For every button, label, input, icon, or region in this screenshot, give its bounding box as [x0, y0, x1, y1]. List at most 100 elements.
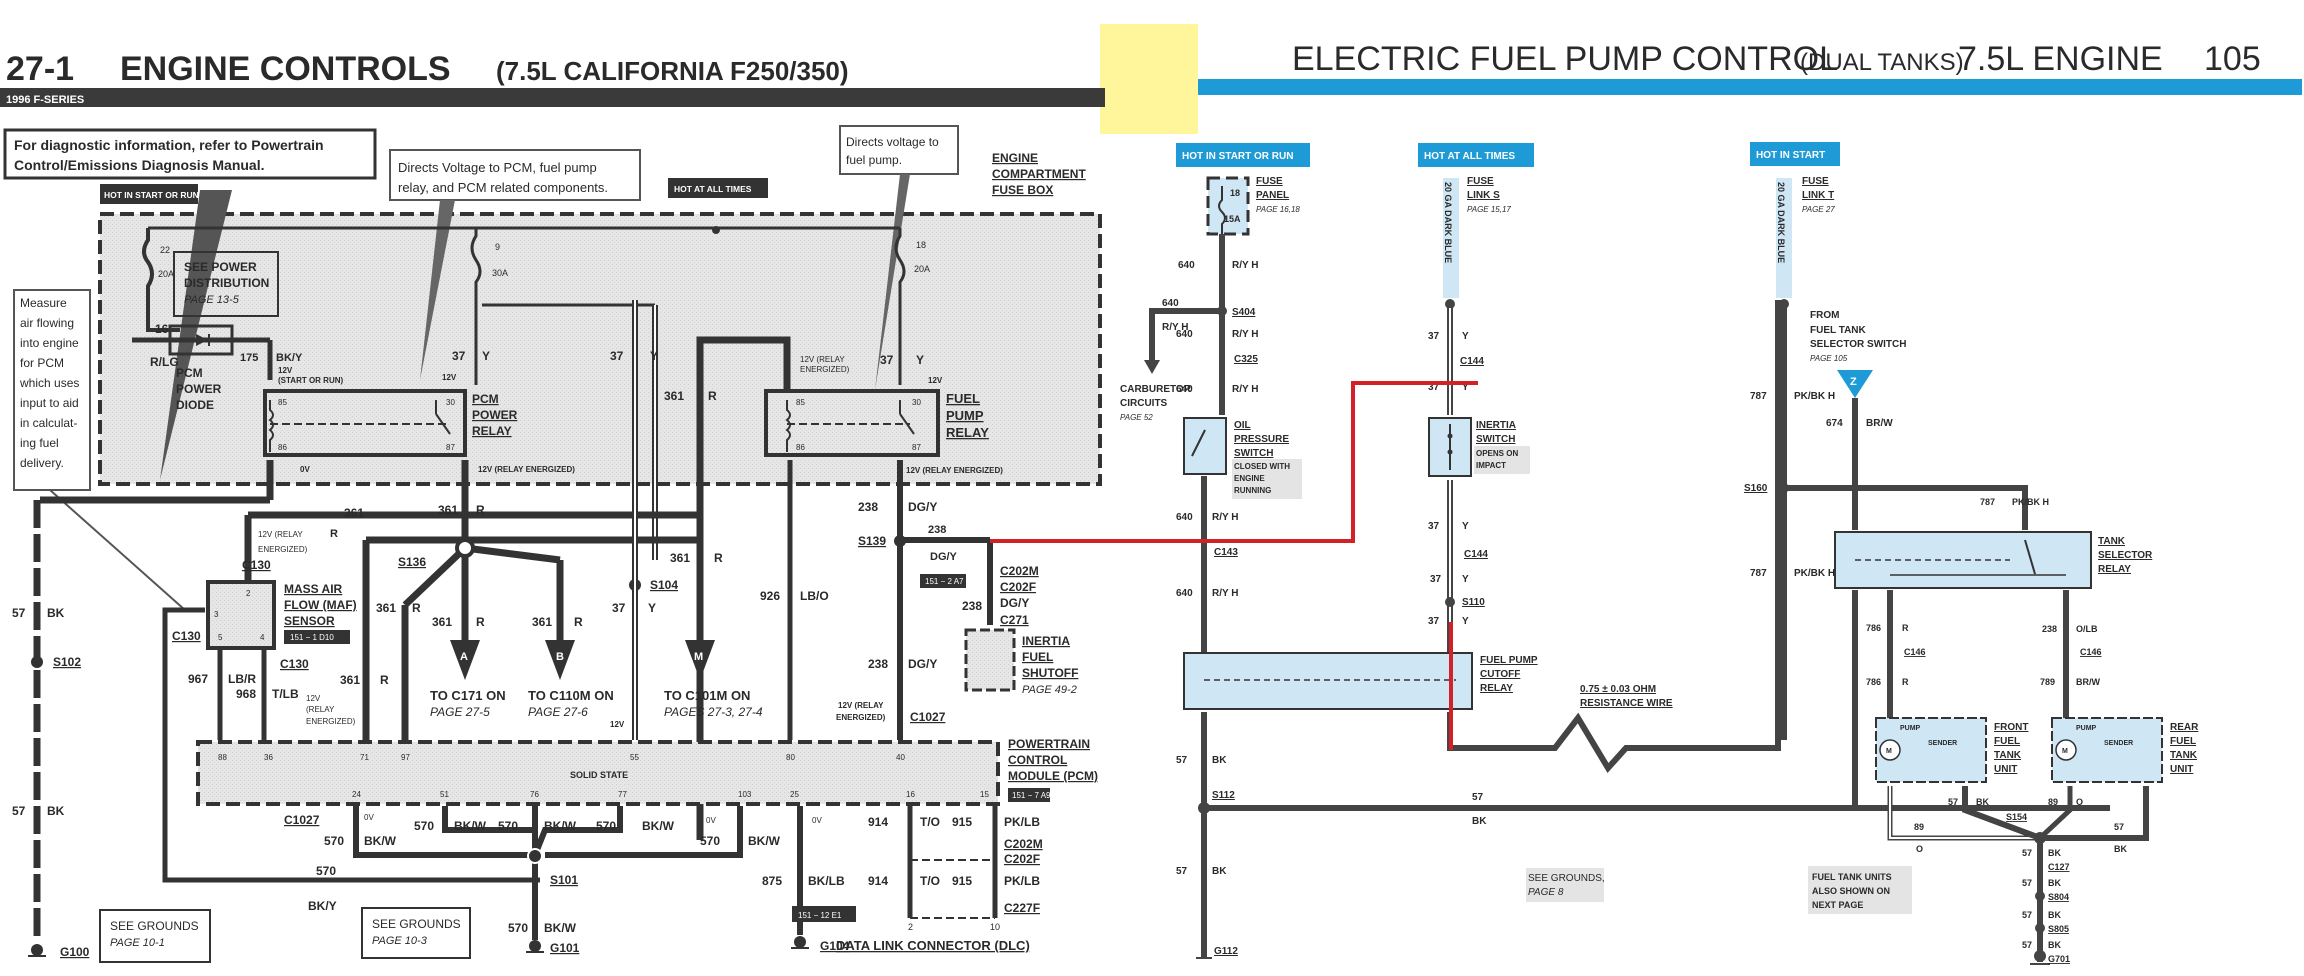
svg-text:TANK: TANK	[1994, 750, 2022, 761]
svg-text:4: 4	[260, 633, 265, 642]
svg-text:30: 30	[912, 398, 921, 407]
svg-text:FUEL: FUEL	[1994, 736, 2020, 747]
see-grounds-r: SEE GROUNDS,	[1528, 873, 1605, 884]
wire-57-label-b: 57	[12, 804, 26, 818]
svg-text:PUMP: PUMP	[946, 408, 984, 423]
svg-text:SELECTOR: SELECTOR	[2098, 550, 2153, 561]
fuse-22: 22 20A	[142, 228, 180, 332]
svg-text:15: 15	[980, 790, 989, 799]
resistance-label-1: 0.75 ± 0.03 OHM	[1580, 684, 1656, 695]
inertia-ref: 151 − 2 A7	[925, 577, 964, 586]
svg-text:151 − 7 A9: 151 − 7 A9	[1012, 791, 1051, 800]
s102-label: S102	[53, 655, 81, 669]
wire-926-label: 926	[760, 589, 780, 603]
wire-361-label-a: 361	[664, 389, 684, 403]
svg-text:into engine: into engine	[20, 336, 79, 350]
pcm-power-diode: PCM POWER DIODE	[132, 324, 273, 412]
svg-text:UNIT: UNIT	[2170, 764, 2193, 775]
svg-text:24: 24	[352, 790, 361, 799]
svg-text:103: 103	[738, 790, 752, 799]
svg-text:FUEL TANK: FUEL TANK	[1810, 325, 1867, 336]
fuel-pump-cutoff-relay: FUEL PUMP CUTOFF RELAY	[1183, 652, 1538, 710]
c130-label-c: C130	[280, 657, 309, 671]
fuse-link-t-label-1: FUSE	[1802, 176, 1829, 187]
wire-914-color-b: T/O	[920, 874, 940, 888]
svg-text:POWER: POWER	[472, 408, 518, 422]
c271-label: C271	[1000, 613, 1029, 627]
right-page: ELECTRIC FUEL PUMP CONTROL (DUAL TANKS) …	[990, 40, 2302, 965]
svg-text:FRONT: FRONT	[1994, 722, 2028, 733]
left-page: 27-1 ENGINE CONTROLS (7.5L CALIFORNIA F2…	[0, 24, 1198, 963]
wire-570-label-c: 570	[498, 819, 518, 833]
svg-text:5: 5	[218, 633, 223, 642]
wire-57-g-color-a: BK	[2048, 848, 2061, 858]
wire-238-color-b: DG/Y	[930, 551, 958, 563]
wire-361-label-b: 361	[344, 506, 364, 520]
see-grounds-1: SEE GROUNDS	[110, 919, 199, 933]
wire-57-front-color: BK	[1976, 797, 1989, 807]
wire-238-label-a: 238	[858, 500, 878, 514]
wire-361-label-e: 361	[432, 615, 452, 629]
tank-note-1: FUEL TANK UNITS	[1812, 872, 1892, 882]
wire-57-color-a: BK	[47, 606, 65, 620]
carb-label-3: PAGE 52	[1120, 413, 1153, 422]
svg-text:delivery.: delivery.	[20, 456, 64, 470]
fuse-link-t-gauge: 20 GA DARK BLUE	[1776, 182, 1786, 263]
maf-note2-3: ENERGIZED)	[306, 717, 356, 726]
wire-787-label-c: 787	[1750, 568, 1767, 579]
wire-37-r-label-d: 37	[1430, 574, 1442, 585]
wire-238-label-c: 238	[868, 657, 888, 671]
wire-57-front-label: 57	[1948, 797, 1958, 807]
wire-640-label-a: 640	[1178, 260, 1195, 271]
wire-968-color: T/LB	[272, 687, 299, 701]
wire-915-color-b: PK/LB	[1004, 874, 1040, 888]
svg-text:PAGE 105: PAGE 105	[1810, 354, 1848, 363]
wire-674-color: BR/W	[1866, 418, 1893, 429]
svg-text:RELAY: RELAY	[946, 425, 989, 440]
wire-570-bky	[162, 607, 540, 883]
s104-label: S104	[650, 578, 678, 592]
tank-selector-relay: TANK SELECTOR RELAY	[1834, 531, 2153, 589]
c144-label-b: C144	[1464, 549, 1488, 560]
wire-640-color-d: R/Y H	[1232, 384, 1259, 395]
svg-text:PAGES 27-3, 27-4: PAGES 27-3, 27-4	[664, 705, 763, 719]
wire-786-color-a: R	[1902, 623, 1909, 633]
svg-text:Z: Z	[1850, 376, 1857, 388]
wire-787-label-a: 787	[1750, 391, 1767, 402]
wire-37-r-color-b: Y	[1462, 382, 1469, 393]
data-link-connector: 2 10 DATA LINK CONNECTOR (DLC)	[836, 806, 1030, 953]
svg-text:G112: G112	[1214, 946, 1238, 957]
wire-640-color-c: R/Y H	[1232, 329, 1259, 340]
svg-text:OPENS ON: OPENS ON	[1476, 449, 1518, 458]
svg-text:PCM: PCM	[472, 392, 499, 406]
svg-text:FROM: FROM	[1810, 310, 1839, 321]
svg-text:2: 2	[908, 922, 913, 932]
power-dist-box	[173, 251, 279, 317]
inertia-label-1: INERTIA	[1022, 634, 1070, 648]
svg-text:97: 97	[401, 753, 410, 762]
hot-tag-start-run-text: HOT IN START OR RUN	[1182, 151, 1293, 162]
svg-text:87: 87	[446, 443, 455, 452]
wire-361-color-g: R	[574, 615, 583, 629]
red-annotation-wire	[990, 381, 1478, 543]
wire-570-label-e: 570	[700, 834, 720, 848]
hot-all-times-text: HOT AT ALL TIMES	[674, 184, 752, 194]
splice-s139	[894, 535, 906, 547]
wire-37-label-b: 37	[610, 349, 624, 363]
inertia-ref-tag	[920, 574, 966, 588]
svg-text:85: 85	[796, 398, 805, 407]
fuse-link-t-label-2: LINK T	[1802, 190, 1834, 201]
pcm-12v: 12V	[610, 720, 625, 729]
svg-text:UNIT: UNIT	[1994, 764, 2017, 775]
wire-968-label: 968	[236, 687, 256, 701]
svg-text:FLOW (MAF): FLOW (MAF)	[284, 598, 357, 612]
dlc-ref: 151 − 12 E1	[798, 911, 842, 920]
wire-640-color-a: R/Y H	[1232, 260, 1259, 271]
see-grounds-box-2	[361, 907, 471, 959]
svg-text:RELAY: RELAY	[2098, 564, 2131, 575]
s139-label: S139	[858, 534, 886, 548]
svg-text:MASS AIR: MASS AIR	[284, 582, 343, 596]
diag-note-line1: For diagnostic information, refer to Pow…	[14, 137, 324, 153]
pcm-0v-b: 0V	[706, 816, 716, 825]
wire-238-label-d: 238	[962, 599, 982, 613]
